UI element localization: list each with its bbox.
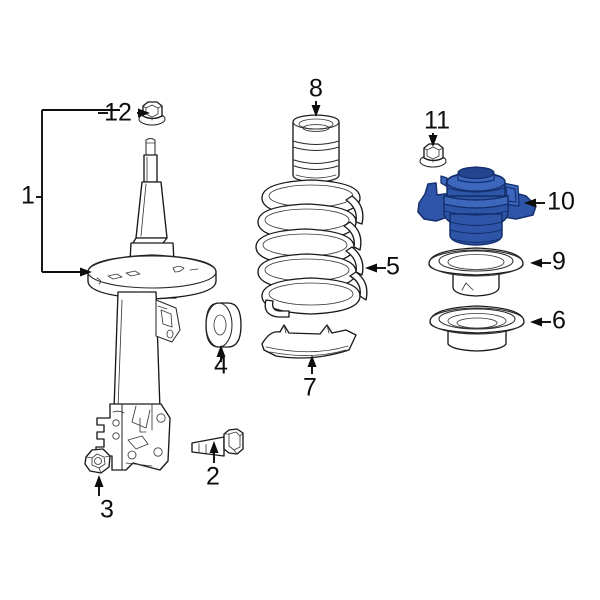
part-coil-spring[interactable] bbox=[255, 179, 368, 318]
part-strut-mount[interactable] bbox=[417, 166, 537, 246]
leader-6 bbox=[530, 317, 551, 327]
part-jounce-bumper[interactable] bbox=[292, 114, 340, 183]
callout-label-3: 3 bbox=[100, 496, 114, 524]
leader-7 bbox=[307, 355, 317, 374]
part-strut-rod-nut[interactable] bbox=[138, 101, 166, 126]
leader-10 bbox=[524, 198, 545, 208]
leader-2 bbox=[209, 441, 219, 463]
callout-label-2: 2 bbox=[206, 463, 220, 491]
callout-label-5: 5 bbox=[386, 253, 400, 281]
leader-5 bbox=[365, 263, 386, 273]
leader-1 bbox=[36, 109, 120, 277]
callout-label-12: 12 bbox=[104, 99, 132, 127]
leader-11 bbox=[428, 133, 438, 147]
part-upper-spring-insulator[interactable] bbox=[428, 247, 524, 297]
part-strut-to-knuckle-nut[interactable] bbox=[84, 448, 111, 474]
callout-label-4: 4 bbox=[214, 352, 228, 380]
callout-label-1: 1 bbox=[21, 182, 35, 210]
part-strut-mount-nut[interactable] bbox=[419, 143, 447, 168]
callout-label-7: 7 bbox=[303, 374, 317, 402]
callout-label-10: 10 bbox=[547, 188, 575, 216]
part-lower-spring-insulator[interactable] bbox=[429, 305, 525, 352]
callout-label-9: 9 bbox=[552, 248, 566, 276]
leader-8 bbox=[311, 101, 321, 117]
leader-3 bbox=[94, 475, 104, 496]
callout-label-6: 6 bbox=[552, 307, 566, 335]
part-strut-assembly[interactable] bbox=[87, 137, 217, 471]
leader-12 bbox=[98, 108, 150, 118]
part-strut-bearing-spacer[interactable] bbox=[205, 302, 242, 348]
part-spring-seat-bumper[interactable] bbox=[261, 324, 357, 359]
callout-label-8: 8 bbox=[309, 75, 323, 103]
leader-9 bbox=[530, 258, 551, 268]
leader-4 bbox=[216, 345, 226, 362]
callout-label-11: 11 bbox=[424, 107, 450, 135]
